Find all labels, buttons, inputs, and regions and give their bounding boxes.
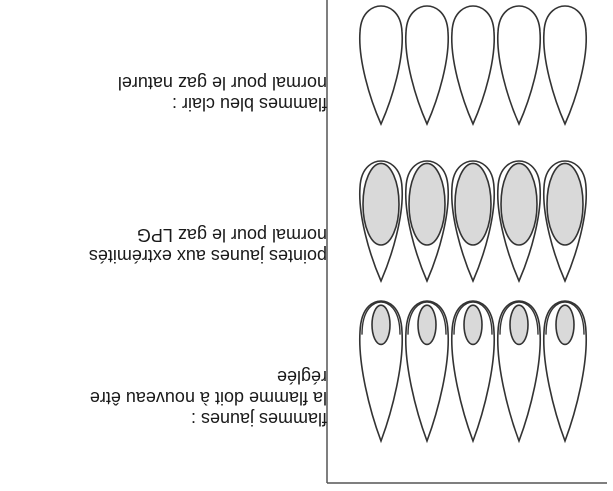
- yellow-core: [509, 304, 529, 346]
- flame-inner-layer: [361, 301, 401, 335]
- flame-outline: [496, 5, 542, 126]
- flame-outline: [358, 5, 404, 126]
- yellow-tip-core: [500, 162, 538, 246]
- yellow-tip-core: [408, 162, 446, 246]
- yellow-core: [371, 304, 391, 346]
- flame-row-lpg-yellow-tips: [358, 160, 588, 283]
- caption-line: réglée: [276, 367, 327, 387]
- flame-outline: [542, 300, 588, 444]
- flame-inner-layer: [545, 301, 585, 335]
- caption-yellow-tips: pointes jaunes aux extrémités normal pou…: [7, 224, 327, 266]
- caption-line: la flamme doit à nouveau être: [89, 388, 327, 408]
- flame-inner-layer: [407, 301, 447, 335]
- flame-outline: [496, 300, 542, 444]
- caption-line: normal pour le gaz LPG: [136, 225, 327, 245]
- flame-row-natural-gas-light-blue: [358, 5, 588, 126]
- diagram-frame: [326, 0, 607, 484]
- caption-yellow-flames: flammes jaunes : la flamme doit à nouvea…: [7, 366, 327, 429]
- caption-line: flammes jaunes :: [190, 409, 327, 429]
- flame-inner-layer: [453, 301, 493, 335]
- yellow-tip-core: [454, 162, 492, 246]
- yellow-tip-core: [362, 162, 400, 246]
- flame-row-yellow-needs-adjustment: [358, 300, 588, 444]
- yellow-core: [417, 304, 437, 346]
- yellow-core: [463, 304, 483, 346]
- yellow-tip-core: [546, 162, 584, 246]
- flame-inner-layer: [499, 301, 539, 335]
- caption-line: normal pour le gaz naturel: [117, 73, 327, 93]
- flame-outline: [358, 300, 404, 444]
- flame-outline: [450, 5, 496, 126]
- flame-outline: [404, 5, 450, 126]
- caption-line: pointes jaunes aux extrémités: [88, 246, 327, 266]
- yellow-core: [555, 304, 575, 346]
- flame-outline: [542, 5, 588, 126]
- flame-outline: [450, 300, 496, 444]
- caption-line: flammes bleu clair :: [171, 94, 327, 114]
- caption-light-blue: flammes bleu clair : normal pour le gaz …: [7, 72, 327, 114]
- flame-outline: [404, 300, 450, 444]
